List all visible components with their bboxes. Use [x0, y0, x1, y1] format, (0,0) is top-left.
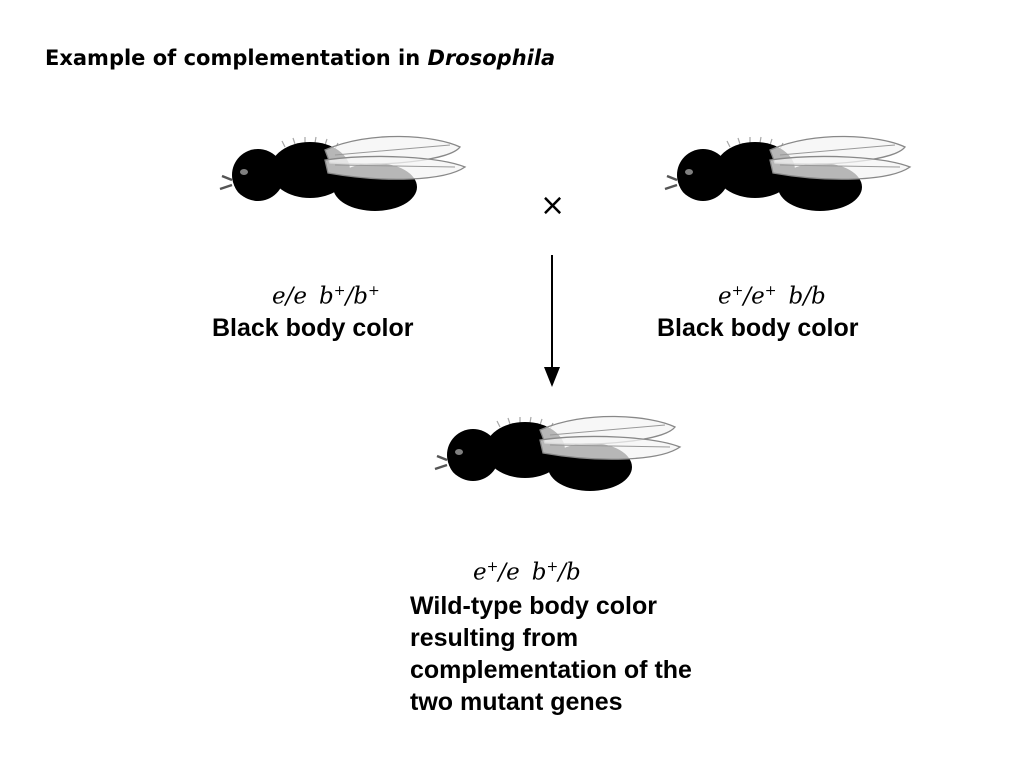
arrow-down-icon — [544, 255, 560, 387]
title-prefix: Example of complementation in — [45, 46, 428, 70]
page-title: Example of complementation in Drosophila — [45, 46, 555, 70]
fly-offspring-illustration: .of .bodypart{fill:#d6a44a;stroke:#8a642… — [431, 414, 682, 529]
cross-symbol: × — [540, 188, 566, 223]
offspring-phenotype-line: complementation of the — [410, 656, 692, 684]
offspring-phenotype-line: two mutant genes — [410, 688, 623, 716]
parent2-phenotype: Black body color — [657, 314, 859, 342]
parent1-phenotype: Black body color — [212, 314, 414, 342]
fly-parent2-illustration: .p2 .bodypart{fill:#6e6e6e;stroke:#333;s… — [661, 134, 912, 249]
title-species: Drosophila — [427, 46, 556, 70]
offspring-phenotype: Wild-type body color resulting from comp… — [410, 590, 692, 718]
fly-parent1-illustration: .p1 .bodypart{fill:#6e6e6e;stroke:#333;s… — [216, 134, 467, 249]
offspring-phenotype-line: Wild-type body color — [410, 592, 657, 620]
offspring-phenotype-line: resulting from — [410, 624, 579, 652]
parent2-genotype: e+/e+b/b — [718, 283, 826, 310]
